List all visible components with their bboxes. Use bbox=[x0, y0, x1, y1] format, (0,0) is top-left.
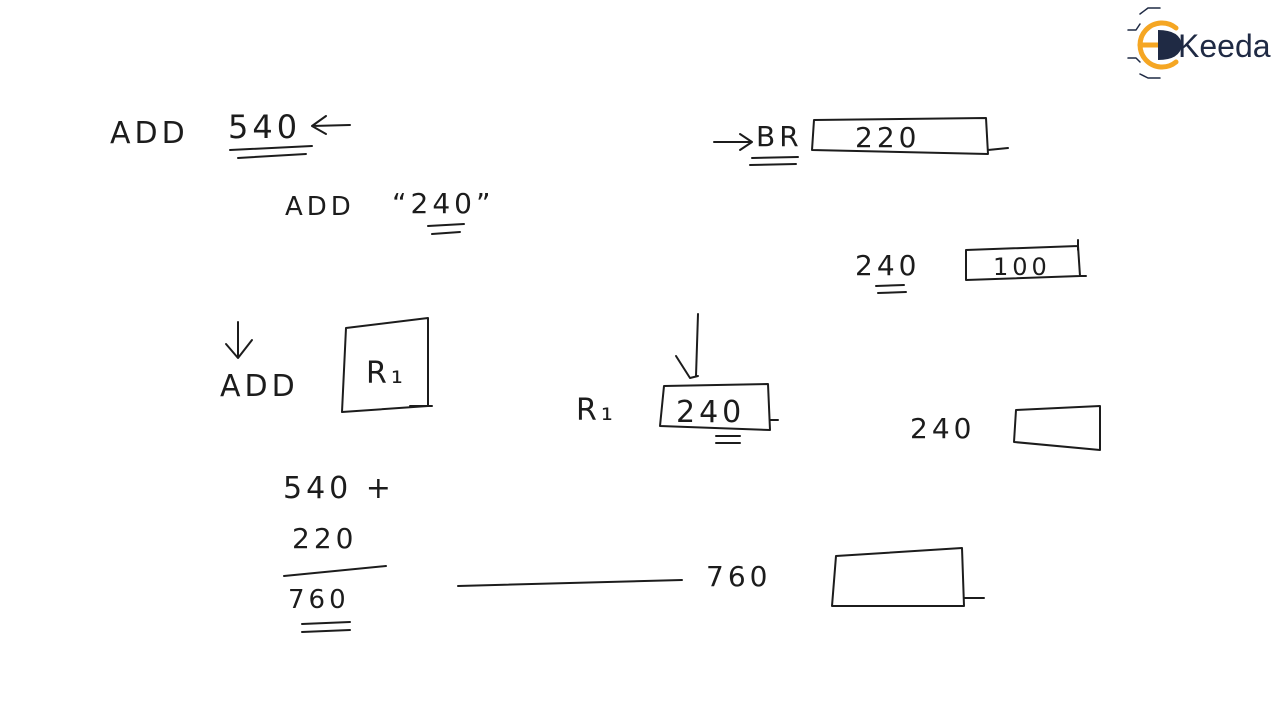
double-underline bbox=[301, 621, 351, 633]
down-arrow-icon bbox=[675, 313, 699, 379]
register-r1-box bbox=[659, 383, 779, 431]
right-arrow-icon bbox=[713, 133, 753, 151]
base-register-label: BR bbox=[756, 120, 803, 153]
result-cell: 760 bbox=[457, 547, 985, 607]
base-register-value: 220 bbox=[855, 121, 920, 154]
sum-result: 760 bbox=[288, 585, 350, 615]
memory-cell-box bbox=[965, 239, 1087, 281]
logo-bug-shape bbox=[1158, 30, 1182, 60]
register-r1: R₁ 240 bbox=[576, 313, 779, 444]
left-arrow-icon bbox=[311, 115, 351, 135]
sum-computation: 540 + 220 760 bbox=[283, 471, 395, 633]
double-underline bbox=[715, 435, 741, 444]
memory-cell-box bbox=[1013, 405, 1101, 451]
instr-indirect: ADD “240” bbox=[285, 187, 494, 235]
ekeeda-logo: Keeda bbox=[1127, 7, 1271, 79]
instr-direct-operand: 540 bbox=[228, 108, 301, 146]
memory-cell-address: 240 bbox=[910, 412, 975, 445]
memory-cell-240-b: 240 bbox=[910, 405, 1101, 451]
instr-indirect-operand: “240” bbox=[392, 187, 494, 220]
sum-rule bbox=[283, 565, 387, 577]
register-r1-value: 240 bbox=[676, 395, 745, 430]
sum-line2: 220 bbox=[292, 522, 357, 555]
down-arrow-icon bbox=[225, 321, 253, 359]
result-cell-box bbox=[831, 547, 985, 607]
instr-register: ADD R₁ bbox=[220, 317, 433, 413]
result-cell-address: 760 bbox=[706, 560, 771, 593]
memory-cell-address: 240 bbox=[855, 249, 920, 282]
double-underline bbox=[875, 284, 907, 294]
logo-wordmark: Keeda bbox=[1178, 28, 1271, 64]
double-underline bbox=[427, 223, 465, 235]
base-register: BR 220 bbox=[713, 117, 1009, 166]
double-underline bbox=[229, 145, 313, 159]
circuit-icon bbox=[1127, 7, 1161, 79]
instr-register-box bbox=[341, 317, 433, 413]
register-r1-label: R₁ bbox=[576, 393, 617, 428]
memory-cell-value: 100 bbox=[993, 253, 1051, 281]
sum-line1: 540 + bbox=[283, 471, 395, 506]
base-register-box bbox=[811, 117, 1009, 155]
double-underline bbox=[749, 156, 799, 166]
memory-cell-240-a: 240 100 bbox=[855, 239, 1087, 294]
instr-direct-opcode: ADD bbox=[110, 116, 189, 151]
instr-register-opcode: ADD bbox=[220, 369, 299, 404]
instr-register-reg: R₁ bbox=[366, 356, 407, 391]
instr-indirect-opcode: ADD bbox=[285, 192, 355, 222]
connector-line bbox=[457, 579, 683, 587]
instr-direct: ADD 540 bbox=[110, 108, 351, 159]
